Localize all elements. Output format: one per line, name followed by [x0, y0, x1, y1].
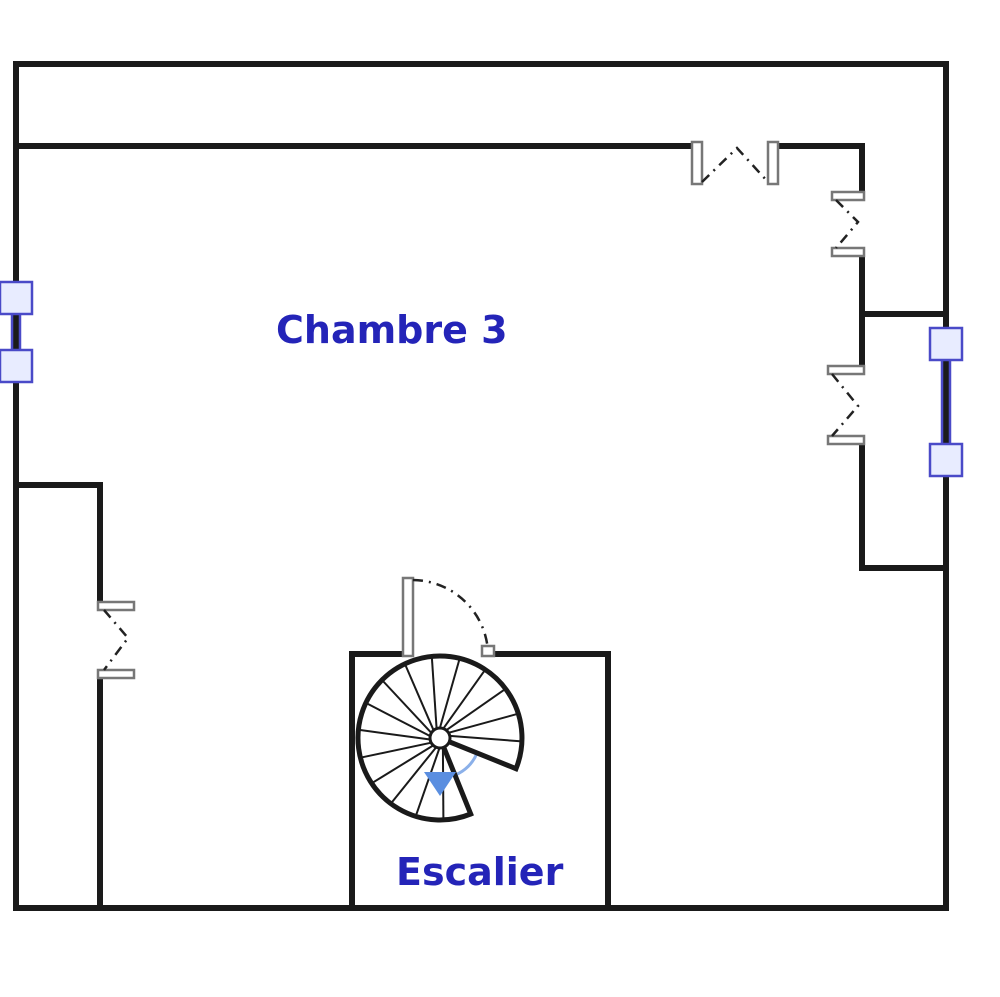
door-right-upper-icon	[830, 190, 866, 258]
stair-core	[428, 726, 452, 750]
stair-tread	[430, 656, 438, 729]
walls	[13, 61, 949, 911]
door-stair-icon	[401, 576, 496, 658]
stair-tread	[445, 687, 507, 732]
inner-top-wall-right	[771, 143, 865, 199]
stair-enclosure-wall-right	[485, 651, 611, 911]
stair-treads	[358, 656, 522, 820]
right-closet-wall	[859, 437, 949, 571]
stair-arrow-icon	[424, 772, 456, 796]
stair-tread	[365, 702, 431, 737]
left-closet-wall	[13, 482, 103, 609]
door-left-closet-icon	[96, 600, 136, 680]
stair-tread	[358, 728, 431, 741]
right-partition-upper	[859, 249, 949, 317]
room-label-stairs: Escalier	[396, 850, 564, 894]
stair-tread	[448, 712, 519, 734]
stair-enclosure-wall	[349, 651, 411, 911]
stair-tread	[381, 679, 433, 734]
window-right-icon	[928, 326, 964, 478]
stair-tread	[403, 663, 435, 731]
room-label-bedroom: Chambre 3	[276, 308, 508, 352]
stair-tread	[360, 741, 432, 759]
door-top-icon	[690, 140, 780, 186]
stair-tread	[414, 747, 441, 817]
windows	[0, 280, 964, 478]
doors	[96, 140, 866, 680]
door-right-lower-icon	[826, 364, 866, 446]
stair-tread	[449, 734, 522, 743]
stair-tread	[371, 744, 434, 785]
stair-tread	[438, 658, 461, 729]
spiral-stair-icon	[355, 653, 525, 823]
stair-tread	[442, 669, 487, 730]
stair-tread	[390, 746, 437, 805]
window-left-icon	[0, 280, 34, 384]
outer-wall	[13, 61, 949, 911]
